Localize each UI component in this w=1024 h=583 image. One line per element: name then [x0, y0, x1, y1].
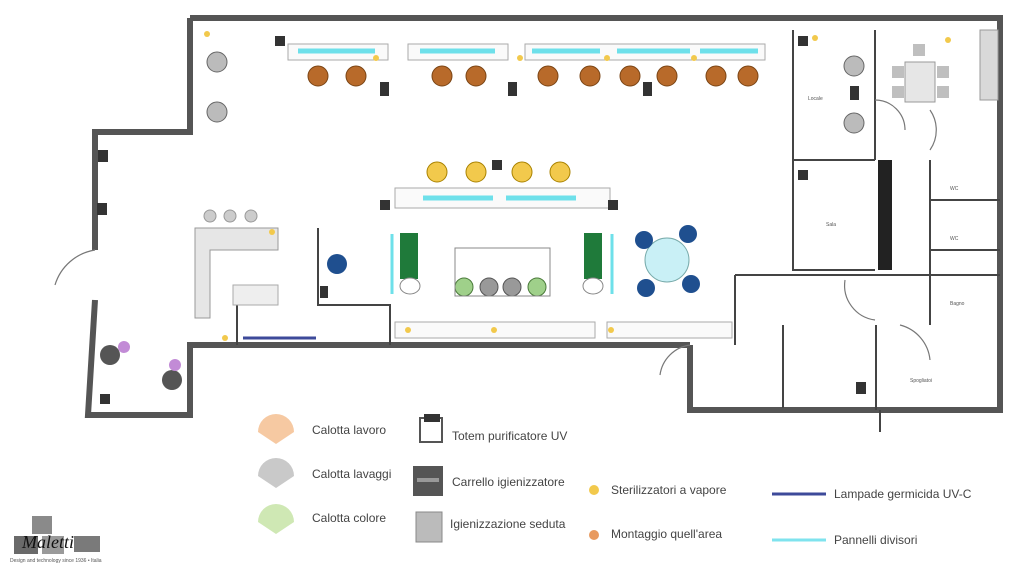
color-chairs	[454, 277, 547, 297]
partitions	[236, 30, 1000, 432]
sterilizer-dots	[204, 31, 951, 341]
stools	[203, 209, 258, 223]
room-label: WC	[950, 236, 959, 242]
blue-chairs	[327, 225, 700, 297]
room-label: Bagno	[950, 301, 965, 307]
room-label: WC	[950, 186, 959, 192]
reception-desk	[194, 227, 279, 319]
divider-panels	[298, 48, 758, 294]
black-column	[878, 160, 892, 270]
room-label-texts: Locale Sala WC WC Bagno Spogliatoi	[808, 96, 965, 384]
room-label: Locale	[808, 96, 823, 102]
waiting-chairs	[206, 51, 865, 134]
station-walls	[287, 43, 766, 339]
brand-name: Maletti	[22, 532, 74, 552]
round-table	[644, 237, 690, 283]
walls	[84, 15, 1003, 418]
brand-logo: Maletti Design and technology since 1936…	[10, 516, 120, 572]
lounge-chairs	[100, 341, 182, 390]
color-bench	[454, 247, 551, 297]
color-stations	[399, 233, 604, 295]
brand-tagline: Design and technology since 1936 • Itali…	[10, 558, 102, 564]
room-label: Spogliatoi	[910, 378, 932, 384]
room-label: Sala	[826, 222, 836, 228]
work-chairs	[307, 65, 759, 87]
reception-block	[232, 284, 279, 306]
wash-chairs-gray	[479, 277, 522, 297]
uv-totems	[97, 36, 866, 404]
wash-chairs	[426, 161, 571, 183]
meeting-table	[892, 44, 949, 103]
doors	[54, 99, 937, 376]
